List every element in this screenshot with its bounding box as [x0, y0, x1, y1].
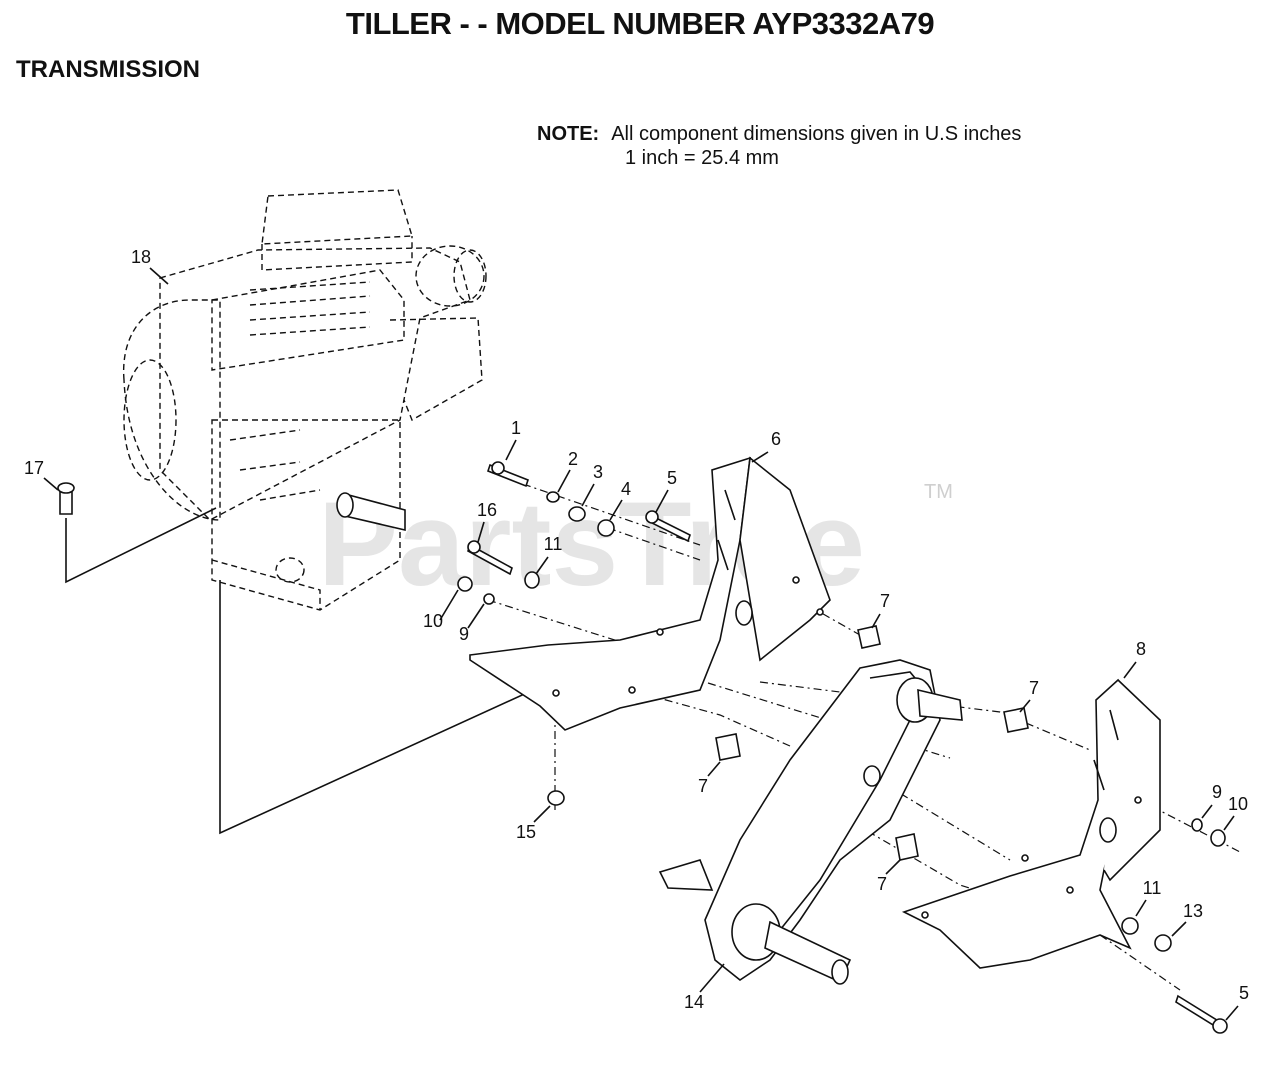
- callout-4: 4: [621, 479, 631, 499]
- callout-8: 8: [1136, 639, 1146, 659]
- callout-10-left: 10: [423, 611, 443, 631]
- callout-14: 14: [684, 992, 704, 1012]
- callout-16: 16: [477, 500, 497, 520]
- callout-6: 6: [771, 429, 781, 449]
- callout-3: 3: [593, 462, 603, 482]
- note-label: NOTE:: [537, 123, 600, 145]
- hardware: [57, 461, 1228, 1034]
- transmission-housing: [658, 659, 963, 985]
- note-line-1: All component dimensions given in U.S in…: [611, 123, 1022, 145]
- callout-7d: 7: [877, 874, 887, 894]
- engine-drawing: [122, 189, 487, 611]
- callout-7c: 7: [698, 776, 708, 796]
- note-line-2: 1 inch = 25.4 mm: [625, 147, 779, 169]
- callout-18: 18: [131, 247, 151, 267]
- callout-17: 17: [24, 458, 44, 478]
- callout-7b: 7: [1029, 678, 1039, 698]
- callout-2: 2: [568, 449, 578, 469]
- callout-1: 1: [511, 418, 521, 438]
- callout-5: 5: [667, 468, 677, 488]
- watermark-trademark: TM: [924, 481, 953, 503]
- right-bracket-part-8: [901, 678, 1161, 969]
- callout-13: 13: [1183, 901, 1203, 921]
- left-bracket-part-6: [469, 456, 831, 731]
- page-title: TILLER - - MODEL NUMBER AYP3332A79: [345, 6, 935, 41]
- callout-labels: 1 2 3 4 5 6 7 7 7 7 8 9 10 11 16 10 9 15…: [24, 247, 1249, 1012]
- callout-11: 11: [544, 534, 563, 554]
- note-block: NOTE: All component dimensions given in U…: [537, 122, 1022, 169]
- leader-lines: [43, 267, 1239, 1021]
- callout-11-right: 11: [1143, 878, 1162, 898]
- section-title: TRANSMISSION: [16, 56, 201, 83]
- callout-7a: 7: [880, 591, 890, 611]
- callout-5-right: 5: [1239, 983, 1249, 1003]
- callout-9-left: 9: [459, 624, 469, 644]
- callout-9: 9: [1212, 782, 1222, 802]
- callout-10: 10: [1228, 794, 1248, 814]
- callout-15: 15: [516, 822, 536, 842]
